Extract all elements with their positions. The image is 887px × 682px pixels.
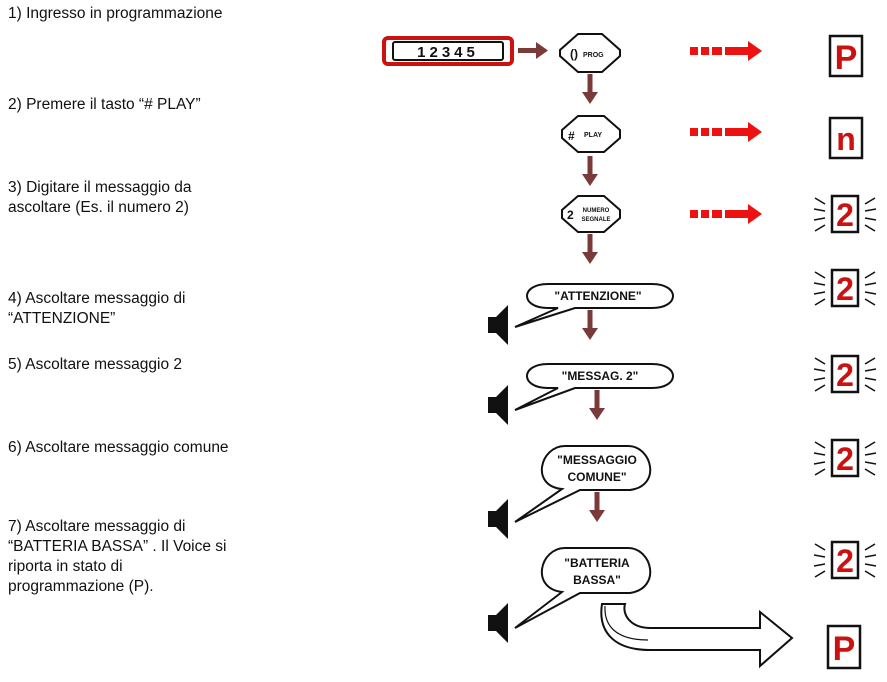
numero-segnale-key: 2 NUMERO SEGNALE xyxy=(561,195,621,233)
play-key-label: PLAY xyxy=(584,132,602,139)
speaker-icon xyxy=(488,603,508,643)
display-step-4-digit: 2 xyxy=(836,271,854,307)
play-key-symbol: # xyxy=(568,129,575,143)
message-attenzione: "ATTENZIONE" xyxy=(554,289,641,303)
code-entry-box: 12345 xyxy=(382,36,514,66)
code-entry-text: 12345 xyxy=(417,44,479,61)
prog-key-symbol: () xyxy=(570,47,578,61)
display-step-1-digit: P xyxy=(835,39,858,77)
arrow-down-icon xyxy=(582,156,598,186)
display-step-3-digit: 2 xyxy=(836,197,854,233)
arrow-down-icon xyxy=(582,234,598,264)
step-6: 6) Ascoltare messaggio comune xyxy=(8,439,229,456)
numero-key-label-1: NUMERO xyxy=(583,208,610,214)
step-2: 2) Premere il tasto “# PLAY” xyxy=(8,96,201,113)
play-key: # PLAY xyxy=(561,115,621,153)
signal-arrow-icon xyxy=(690,204,762,224)
display-step-7: 2 xyxy=(813,540,877,580)
speech-bubble-messag-2: "MESSAG. 2" xyxy=(514,363,674,411)
display-step-2: n xyxy=(828,116,864,160)
message-comune-line-2: COMUNE" xyxy=(567,470,626,484)
step-3: 3) Digitare il messaggio da ascoltare (E… xyxy=(8,179,192,216)
display-step-5: 2 xyxy=(813,354,877,394)
display-final: P xyxy=(826,624,862,670)
message-messag-2: "MESSAG. 2" xyxy=(562,369,639,383)
speaker-icon xyxy=(488,385,508,425)
numero-key-symbol: 2 xyxy=(567,208,574,222)
message-batteria-line-1: "BATTERIA xyxy=(564,556,630,570)
speech-bubble-attenzione: "ATTENZIONE" xyxy=(514,283,674,328)
display-step-4: 2 xyxy=(813,268,877,308)
display-step-6-digit: 2 xyxy=(836,441,854,477)
display-step-5-digit: 2 xyxy=(836,357,854,393)
speaker-icon xyxy=(488,305,508,345)
message-batteria-line-2: BASSA" xyxy=(573,573,621,587)
speech-bubble-batteria-bassa: "BATTERIA BASSA" xyxy=(514,547,652,629)
message-comune-line-1: "MESSAGGIO xyxy=(557,453,637,467)
speech-bubble-messaggio-comune: "MESSAGGIO COMUNE" xyxy=(514,445,652,523)
display-step-2-digit: n xyxy=(836,121,856,157)
signal-arrow-icon xyxy=(690,122,762,142)
speaker-icon xyxy=(488,499,508,539)
step-5: 5) Ascoltare messaggio 2 xyxy=(8,356,183,373)
display-step-6: 2 xyxy=(813,438,877,478)
return-arrow-icon xyxy=(600,603,794,669)
display-step-3: 2 xyxy=(813,194,877,234)
arrow-down-icon xyxy=(582,310,598,340)
display-step-7-digit: 2 xyxy=(836,543,854,579)
step-7: 7) Ascoltare messaggio di “BATTERIA BASS… xyxy=(8,518,227,595)
prog-key: () PROG xyxy=(559,33,621,73)
arrow-down-icon xyxy=(582,74,598,104)
arrow-down-icon xyxy=(589,492,605,522)
display-step-1: P xyxy=(828,34,864,78)
step-4: 4) Ascoltare messaggio di “ATTENZIONE” xyxy=(8,290,186,327)
arrow-down-icon xyxy=(589,390,605,420)
prog-key-label: PROG xyxy=(583,52,604,59)
arrow-right-icon xyxy=(518,42,548,59)
numero-key-label-2: SEGNALE xyxy=(581,217,610,223)
signal-arrow-icon xyxy=(690,41,762,61)
display-final-digit: P xyxy=(833,630,856,668)
step-1: 1) Ingresso in programmazione xyxy=(8,5,223,22)
